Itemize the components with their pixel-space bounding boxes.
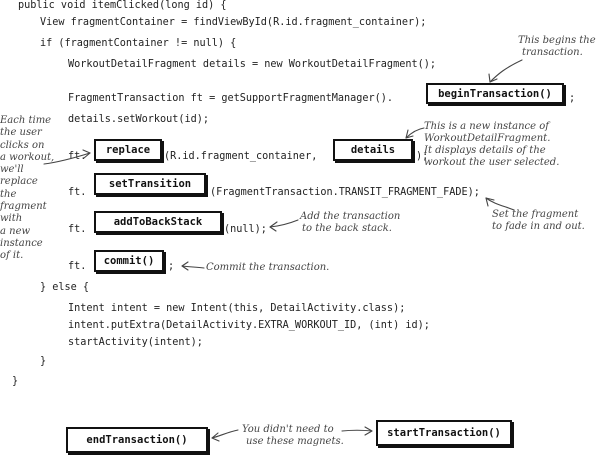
arrow-unused-right — [341, 429, 373, 432]
code-line-if-container: if (fragmentContainer != null) { — [40, 38, 237, 49]
magnet-add-to-back-stack[interactable]: addToBackStack — [94, 211, 222, 233]
code-backstack-args: (null); — [224, 224, 267, 235]
arrow-unused-left — [211, 429, 239, 439]
note-commit: Commit the transaction. — [206, 262, 330, 273]
magnet-commit[interactable]: commit() — [94, 250, 164, 272]
code-line-close-else: } — [40, 356, 47, 367]
code-line-close-method: } — [12, 376, 19, 387]
code-replace-close: ); — [416, 151, 429, 162]
magnet-begin-transaction[interactable]: beginTransaction() — [426, 83, 564, 104]
code-line-set-workout: details.setWorkout(id); — [68, 114, 210, 125]
magnet-details[interactable]: details — [333, 139, 413, 161]
code-commit-semicolon: ; — [168, 261, 175, 272]
code-line-start-activity: startActivity(intent); — [68, 337, 203, 348]
magnet-replace[interactable]: replace — [94, 139, 162, 161]
arrow-new-instance — [405, 127, 425, 139]
code-ft-transition: ft. — [68, 187, 87, 198]
code-line-new-fragment: WorkoutDetailFragment details = new Work… — [68, 59, 437, 70]
magnet-set-transition[interactable]: setTransition — [94, 173, 206, 195]
magnet-start-transaction[interactable]: startTransaction() — [376, 420, 512, 446]
code-semicolon-begin: ; — [569, 93, 576, 104]
magnet-end-transaction[interactable]: endTransaction() — [66, 427, 208, 453]
code-ft-commit: ft. — [68, 261, 87, 272]
arrow-back-stack — [269, 219, 299, 228]
code-line-method-signature: public void itemClicked(long id) { — [18, 0, 227, 11]
code-replace-args: (R.id.fragment_container, — [164, 151, 318, 162]
code-line-fragment-transaction: FragmentTransaction ft = getSupportFragm… — [68, 93, 394, 104]
arrow-begin-transaction — [489, 59, 523, 83]
code-line-put-extra: intent.putExtra(DetailActivity.EXTRA_WOR… — [68, 320, 430, 331]
code-transition-args: (FragmentTransaction.TRANSIT_FRAGMENT_FA… — [210, 187, 480, 198]
code-line-else: } else { — [40, 282, 90, 293]
code-line-find-view: View fragmentContainer = findViewById(R.… — [40, 17, 427, 28]
arrow-commit — [181, 265, 205, 269]
code-line-new-intent: Intent intent = new Intent(this, DetailA… — [68, 303, 406, 314]
code-ft-replace: ft. — [68, 151, 87, 162]
code-ft-backstack: ft. — [68, 224, 87, 235]
